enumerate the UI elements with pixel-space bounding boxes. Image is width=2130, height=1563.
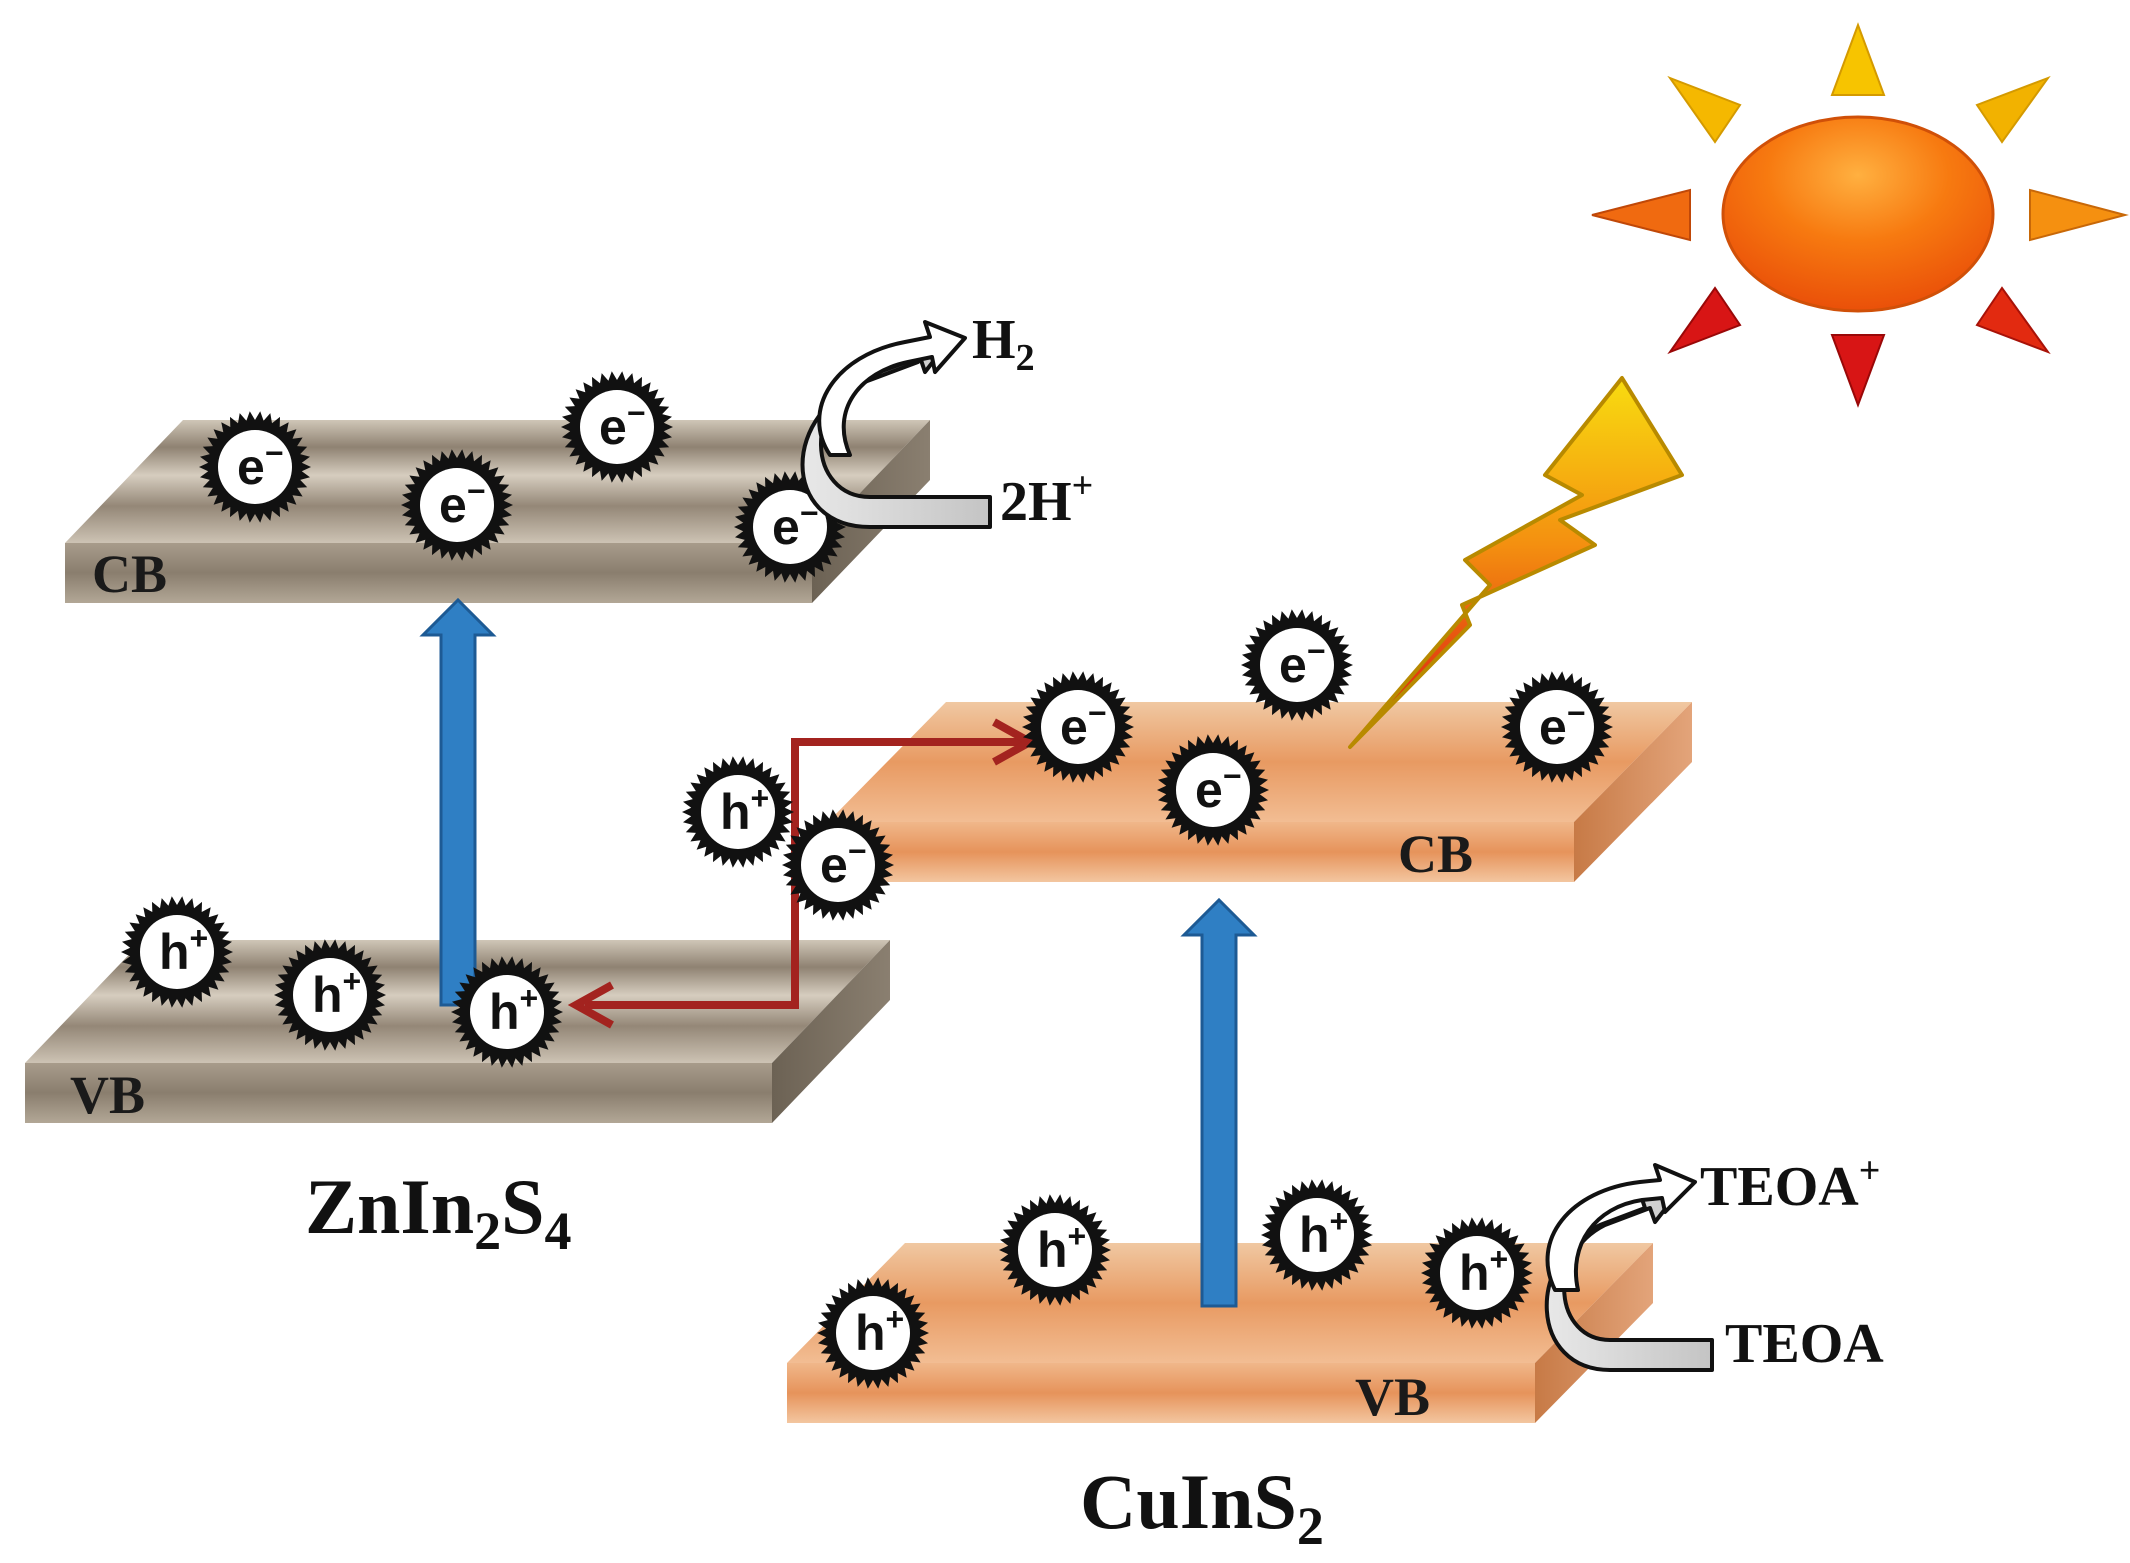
carrier-symbol: h+ bbox=[855, 1301, 904, 1361]
carrier-symbol: h+ bbox=[159, 920, 208, 980]
carrier-symbol: h+ bbox=[1037, 1218, 1086, 1278]
carrier-symbol: h+ bbox=[312, 963, 361, 1023]
cu-vb-hole-1: h+ bbox=[817, 1277, 929, 1389]
carrier-core bbox=[293, 958, 367, 1032]
carrier-core bbox=[801, 828, 875, 902]
znin2s4-label: ZnIn2S4 bbox=[305, 1163, 572, 1261]
carrier-symbol: e− bbox=[1279, 633, 1326, 693]
transfer-hole: h+ bbox=[682, 756, 794, 868]
carrier-symbol: h+ bbox=[489, 980, 538, 1040]
carrier-core bbox=[420, 468, 494, 542]
cu-cb-label: CB bbox=[1398, 824, 1473, 884]
carrier-core bbox=[1260, 628, 1334, 702]
charge-carriers: e−e−e−e−h+h+h+h+e−e−e−e−e−h+h+h+h+ bbox=[121, 371, 1613, 1389]
teoa-plus-label: TEOA+ bbox=[1700, 1150, 1880, 1218]
carrier-core bbox=[1520, 690, 1594, 764]
zn-cb-electron-3: e− bbox=[561, 371, 673, 483]
carrier-core bbox=[580, 390, 654, 464]
cu-vb-label: VB bbox=[1355, 1367, 1430, 1427]
zn-vb-label: VB bbox=[70, 1065, 145, 1125]
carrier-symbol: e− bbox=[1195, 758, 1242, 818]
zn-vb-hole-2: h+ bbox=[274, 939, 386, 1051]
carrier-core bbox=[140, 915, 214, 989]
zn-cb-electron-2: e− bbox=[401, 449, 513, 561]
carrier-symbol: h+ bbox=[720, 780, 769, 840]
carrier-core bbox=[753, 490, 827, 564]
zn-vb-hole-1: h+ bbox=[121, 896, 233, 1008]
teoa-oxidation-arrow bbox=[1544, 1163, 1714, 1372]
h2-evolution-arrow bbox=[800, 320, 992, 529]
cu-excitation-arrow bbox=[1180, 897, 1258, 1308]
carrier-symbol: e− bbox=[237, 435, 284, 495]
carrier-symbol: e− bbox=[439, 473, 486, 533]
carrier-core bbox=[470, 975, 544, 1049]
cu-vb-hole-3: h+ bbox=[1261, 1179, 1373, 1291]
svg-text:2H+: 2H+ bbox=[1000, 465, 1093, 533]
carrier-core bbox=[1440, 1236, 1514, 1310]
carrier-symbol: e− bbox=[820, 833, 867, 893]
svg-text:TEOA: TEOA bbox=[1725, 1313, 1884, 1375]
h2-label: H2 bbox=[972, 309, 1035, 379]
carrier-core bbox=[1176, 753, 1250, 827]
cu-cb-electron-1: e− bbox=[782, 809, 894, 921]
sun-icon bbox=[1591, 22, 2129, 408]
svg-text:CuInS2: CuInS2 bbox=[1080, 1458, 1324, 1556]
carrier-symbol: e− bbox=[599, 395, 646, 455]
svg-text:TEOA+: TEOA+ bbox=[1700, 1150, 1880, 1218]
carrier-core bbox=[836, 1296, 910, 1370]
zn-excitation-arrow bbox=[419, 597, 497, 1007]
carrier-symbol: h+ bbox=[1299, 1203, 1348, 1263]
cu-cb-electron-2: e− bbox=[1022, 671, 1134, 783]
teoa-label: TEOA bbox=[1725, 1313, 1884, 1375]
carrier-core bbox=[218, 430, 292, 504]
cuins2-label: CuInS2 bbox=[1080, 1458, 1324, 1556]
carrier-core bbox=[1041, 690, 1115, 764]
carrier-symbol: e− bbox=[1539, 695, 1586, 755]
carrier-core bbox=[701, 775, 775, 849]
carrier-symbol: h+ bbox=[1459, 1241, 1508, 1301]
carrier-core bbox=[1018, 1213, 1092, 1287]
zn-cb-label: CB bbox=[92, 544, 167, 604]
2h-plus-label: 2H+ bbox=[1000, 465, 1093, 533]
cu-vb-hole-4: h+ bbox=[1421, 1217, 1533, 1329]
cu-cb-electron-3: e− bbox=[1157, 734, 1269, 846]
svg-text:H2: H2 bbox=[972, 309, 1035, 379]
carrier-core bbox=[1280, 1198, 1354, 1272]
cu-cb-electron-5: e− bbox=[1501, 671, 1613, 783]
cu-vb-hole-2: h+ bbox=[999, 1194, 1111, 1306]
svg-text:ZnIn2S4: ZnIn2S4 bbox=[305, 1163, 572, 1261]
zn-cb-electron-1: e− bbox=[199, 411, 311, 523]
carrier-symbol: e− bbox=[1060, 695, 1107, 755]
cu-cb-electron-4: e− bbox=[1241, 609, 1353, 721]
zn-vb-hole-3: h+ bbox=[451, 956, 563, 1068]
lightning-bolt-icon bbox=[1348, 376, 1684, 749]
